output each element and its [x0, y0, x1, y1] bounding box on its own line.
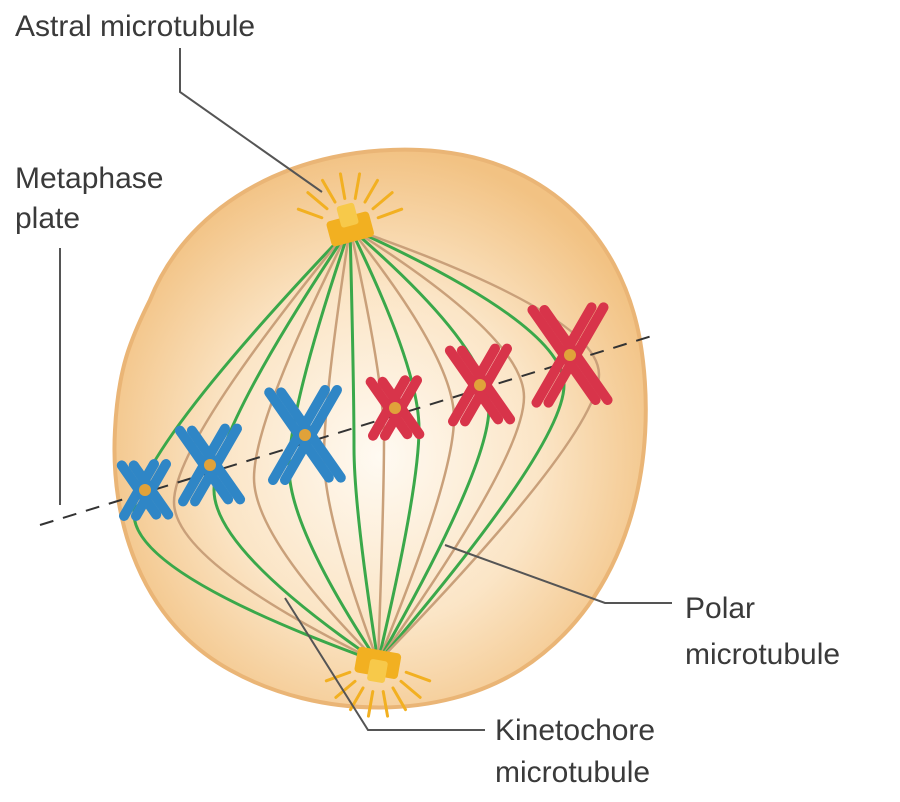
astral-microtubule	[381, 690, 390, 718]
kinetochore-microtubule	[348, 227, 380, 663]
astral-microtubule	[324, 670, 352, 683]
astral-microtubule	[321, 178, 337, 204]
astral-microtubules	[296, 172, 432, 718]
astral-microtubule	[391, 686, 407, 712]
red-chromosome	[527, 302, 613, 408]
astral-microtubule	[399, 679, 422, 699]
kinetochore-leader-line	[284, 597, 485, 731]
astral-microtubule	[334, 679, 357, 699]
polar-microtubule	[172, 227, 379, 664]
astral-microtubule	[404, 670, 432, 683]
astral-microtubule	[376, 207, 404, 220]
kinetochore	[299, 429, 311, 441]
red-chromosome	[444, 343, 516, 427]
metaphase-plate-label-line2: plate	[15, 202, 81, 235]
centrosome-bottom	[354, 646, 402, 683]
astral-microtubule	[363, 178, 379, 204]
astral-microtubule	[306, 191, 329, 211]
polar-microtubule	[252, 227, 379, 663]
polar-leader-line	[444, 544, 672, 604]
polar-microtubule-label-line2: microtubule	[685, 638, 841, 671]
astral-leader-line	[179, 48, 323, 193]
polar-microtubule	[349, 226, 601, 663]
blue-chromosome	[174, 423, 246, 507]
astral-microtubule	[353, 172, 362, 200]
kinetochore	[474, 379, 486, 391]
polar-microtubule	[349, 226, 526, 663]
astral-microtubule	[338, 172, 347, 200]
astral-microtubule	[296, 207, 324, 220]
kinetochore-microtubule-label-line2: microtubule	[495, 756, 651, 789]
astral-microtubule	[371, 191, 394, 211]
kinetochore	[564, 349, 576, 361]
kinetochore	[139, 484, 151, 496]
astral-microtubule-label: Astral microtubule	[15, 10, 256, 43]
centrosome-top	[326, 202, 374, 247]
kinetochore-microtubule-label-line1: Kinetochore	[495, 714, 656, 747]
kinetochore	[204, 459, 216, 471]
metaphase-plate-label-line1: Metaphase	[15, 162, 164, 195]
kinetochore	[389, 402, 401, 414]
polar-microtubule-label-line1: Polar	[685, 592, 756, 625]
blue-chromosome	[116, 459, 174, 521]
red-chromosome	[365, 375, 425, 441]
astral-microtubule	[366, 690, 375, 718]
chromosomes	[116, 302, 613, 521]
kinetochore-microtubule	[212, 227, 379, 664]
blue-chromosome	[264, 384, 346, 486]
